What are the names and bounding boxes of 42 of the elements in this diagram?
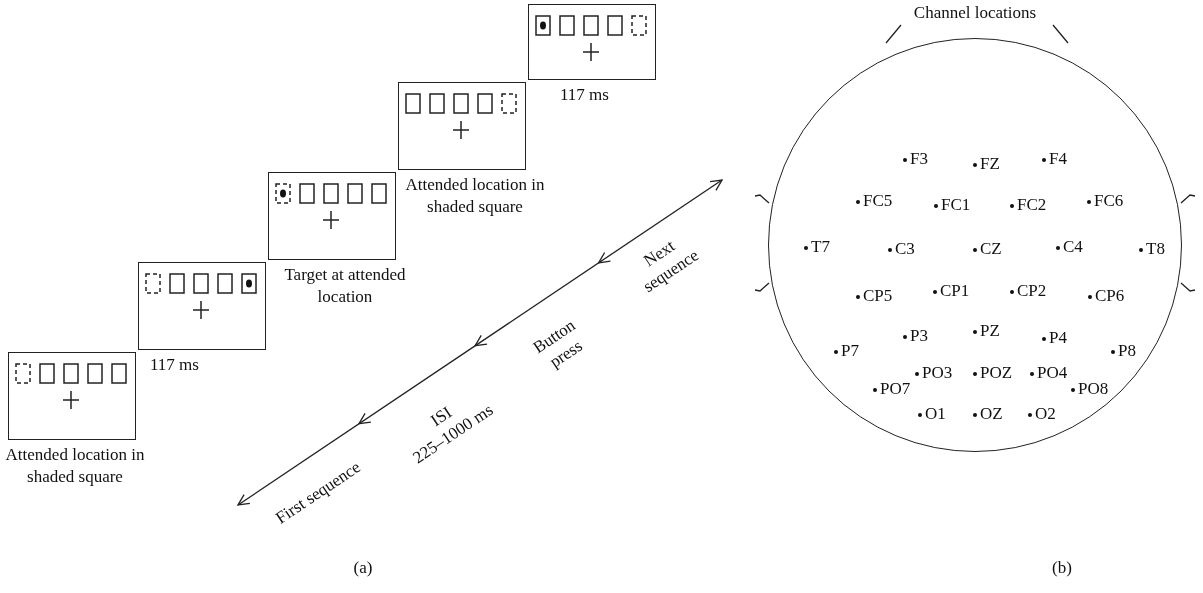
screen-frame <box>528 4 656 80</box>
electrode-label: P8 <box>1111 341 1136 361</box>
electrode-label: CP6 <box>1088 286 1125 306</box>
screen-frame <box>8 352 136 440</box>
panel-label: (b) <box>1051 557 1073 579</box>
electrode-label: O2 <box>1028 404 1056 424</box>
screen-frame <box>138 262 266 350</box>
electrode-label: T7 <box>804 237 830 257</box>
electrode-label: FC6 <box>1087 191 1124 211</box>
node-label: Target at attended location <box>283 264 407 308</box>
electrode-label: FZ <box>973 154 1000 174</box>
electrode-label: P3 <box>903 326 928 346</box>
panel-label: (a) <box>352 557 374 579</box>
screen-frame <box>268 172 396 260</box>
electrode-label: P4 <box>1042 328 1067 348</box>
electrode-label: F3 <box>903 149 928 169</box>
electrode-label: PO3 <box>915 363 953 383</box>
electrode-label: FC2 <box>1010 195 1047 215</box>
electrode-label: F4 <box>1042 149 1067 169</box>
electrode-label: PO4 <box>1030 363 1068 383</box>
heading: Channel locations <box>913 3 1037 23</box>
electrode-label: C3 <box>888 239 915 259</box>
node-label: Attended location in shaded square <box>404 174 546 218</box>
electrode-label: CP5 <box>856 286 893 306</box>
electrode-label: POZ <box>973 363 1013 383</box>
electrode-label: PZ <box>973 321 1000 341</box>
electrode-label: CP2 <box>1010 281 1047 301</box>
electrode-label: FC5 <box>856 191 893 211</box>
screen-frame <box>398 82 526 170</box>
electrode-label: OZ <box>973 404 1003 424</box>
electrode-label: P7 <box>834 341 859 361</box>
electrode-label: FC1 <box>934 195 971 215</box>
node-label: Attended location in shaded square <box>4 444 146 488</box>
node-label: 117 ms <box>560 84 610 106</box>
electrode-label: PO8 <box>1071 379 1109 399</box>
electrode-label: O1 <box>918 404 946 424</box>
electrode-label: CP1 <box>933 281 970 301</box>
electrode-label: T8 <box>1139 239 1165 259</box>
node-label: 117 ms <box>150 354 200 376</box>
electrode-label: CZ <box>973 239 1002 259</box>
electrode-label: PO7 <box>873 379 911 399</box>
electrode-label: C4 <box>1056 237 1083 257</box>
